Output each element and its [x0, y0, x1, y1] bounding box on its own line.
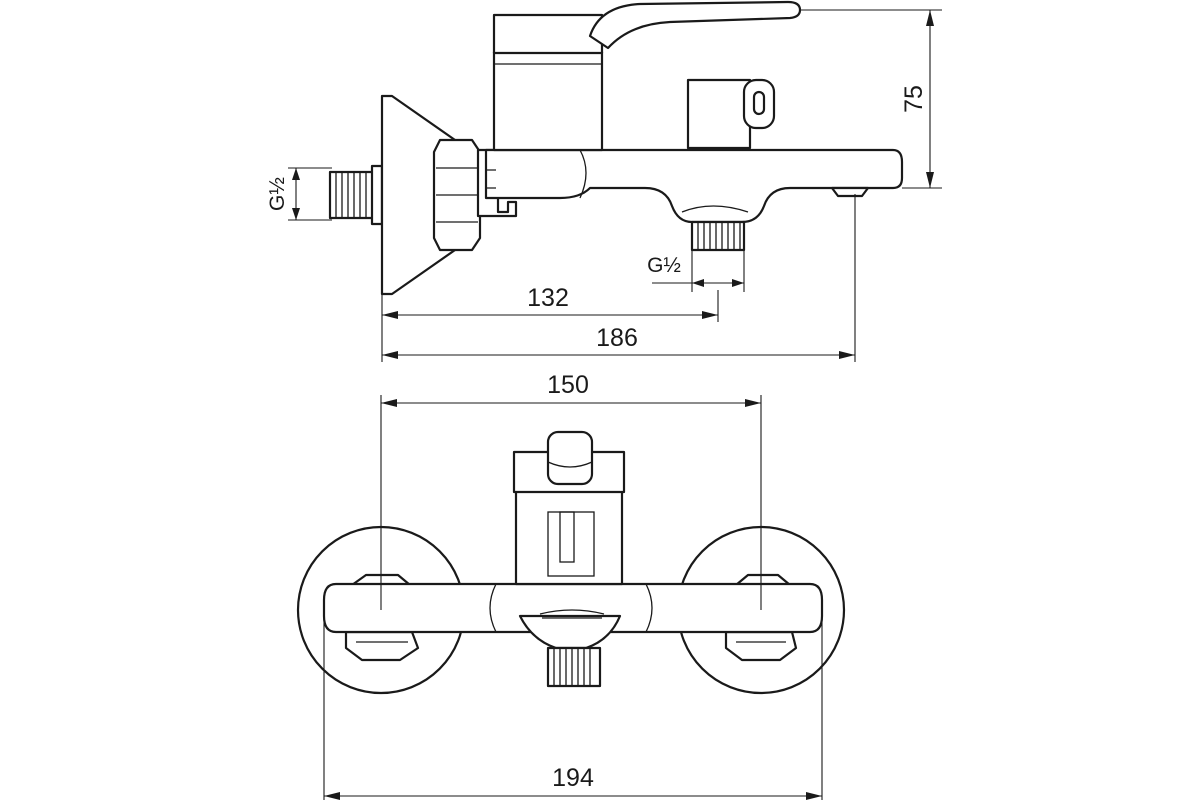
diverter-knob — [686, 78, 776, 150]
lever-handle — [588, 0, 802, 50]
dimension-label-outlet-thread: G½ — [647, 254, 681, 277]
left-hex-nut — [344, 630, 420, 662]
dimension-label-150: 150 — [547, 371, 589, 399]
aerator — [830, 186, 870, 198]
side-view — [328, 0, 904, 296]
front-outlet — [518, 609, 622, 688]
front-cartridge-housing — [514, 488, 624, 586]
hex-nut — [432, 138, 482, 252]
front-view — [296, 430, 846, 695]
spout-body — [484, 148, 904, 224]
dimension-label-132: 132 — [527, 284, 569, 312]
wall-inlet-thread — [328, 164, 384, 226]
cartridge-cap — [492, 13, 604, 55]
dimension-label-186: 186 — [596, 324, 638, 352]
front-diverter-knob — [546, 430, 594, 486]
dimension-label-194: 194 — [552, 764, 594, 792]
outlet-thread — [690, 220, 746, 252]
cartridge-housing — [492, 50, 604, 152]
right-hex-nut — [724, 630, 798, 662]
dimension-label-height: 75 — [900, 85, 928, 113]
front-view-dimensions: 150 194 — [323, 371, 823, 800]
side-view-dimensions: 75 G½ G½ 132 186 — [266, 9, 942, 362]
dimension-label-wall-thread: G½ — [266, 177, 289, 211]
front-body-bar — [322, 582, 824, 634]
